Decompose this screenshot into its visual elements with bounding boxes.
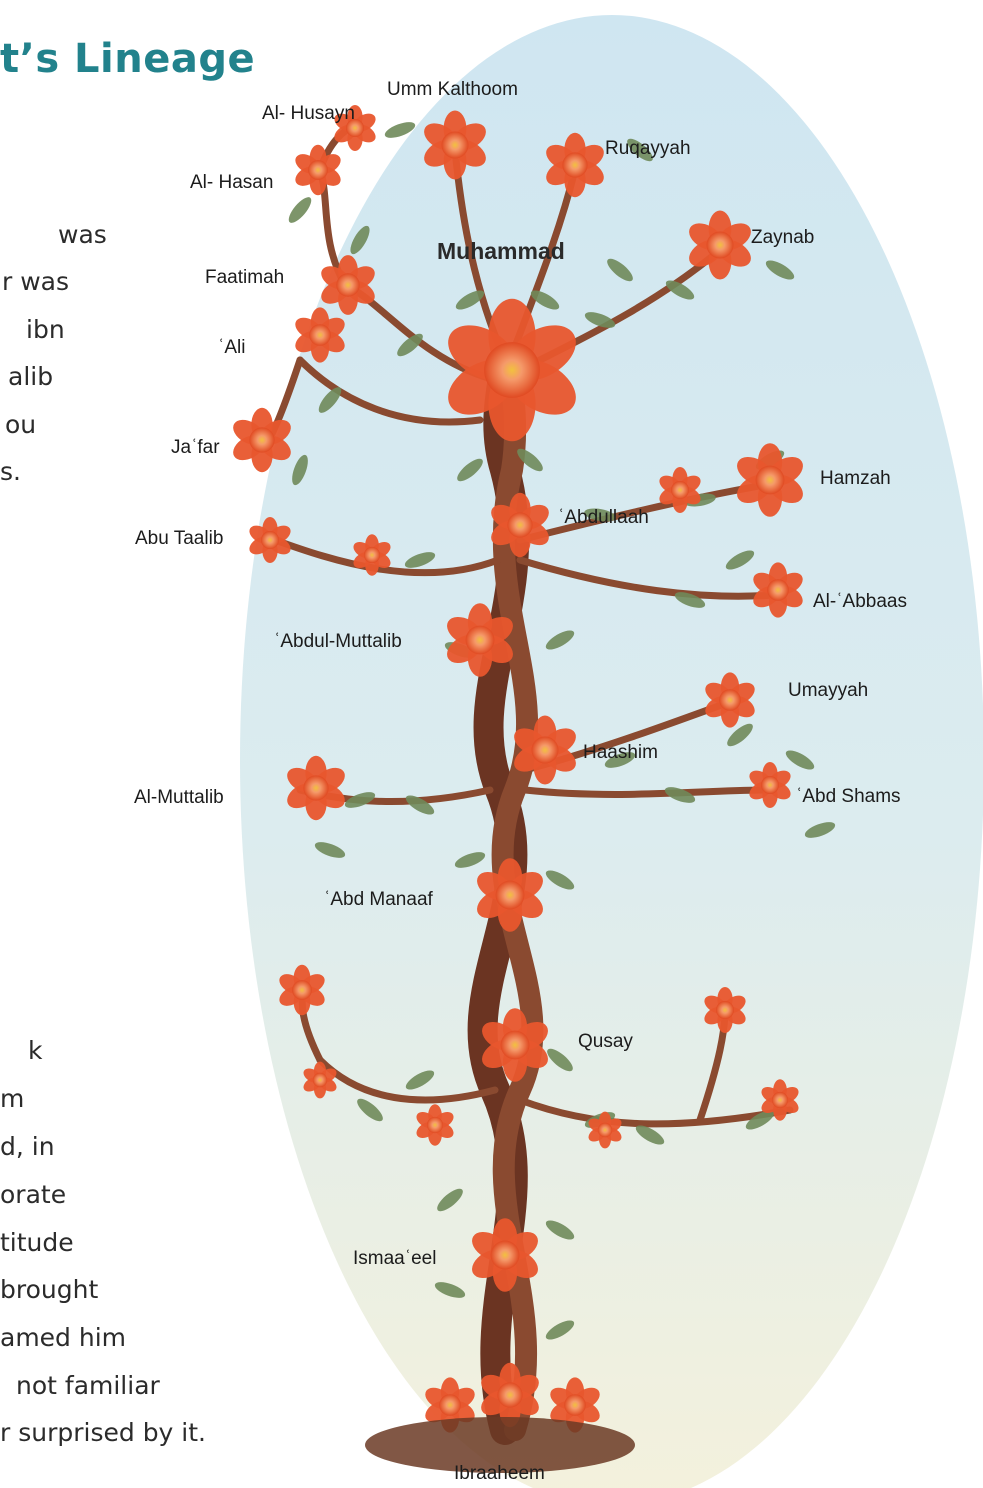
label-abd-manaaf: ʿAbd Manaaf — [324, 890, 433, 909]
flower-center — [598, 1123, 612, 1137]
label-ibraaheem: Ibraaheem — [454, 1464, 545, 1483]
flower-center — [309, 324, 331, 346]
flower-center — [497, 1382, 522, 1407]
label-hamzah: Hamzah — [820, 469, 891, 488]
label-haashim: Haashim — [583, 743, 658, 762]
label-ismaaeel: Ismaaʿeel — [353, 1249, 436, 1268]
flower-center — [484, 342, 540, 398]
label-abu-taalib: Abu Taalib — [135, 529, 223, 548]
flower-center — [427, 1117, 443, 1133]
flower-center — [671, 481, 689, 499]
flower-center — [336, 273, 359, 296]
flower-center — [364, 547, 380, 563]
label-ruqayyah: Ruqayyah — [605, 139, 691, 158]
label-al-husayn: Al- Husayn — [262, 104, 355, 123]
flower-center — [719, 689, 741, 711]
label-umm-kalthoom: Umm Kalthoom — [387, 80, 518, 99]
leaf — [285, 194, 315, 226]
flower-al-hasan — [292, 145, 344, 196]
flower-center — [303, 775, 328, 800]
flower-center — [761, 776, 779, 794]
flower-center — [716, 1001, 734, 1019]
flower-center — [756, 466, 785, 495]
flower-center — [532, 737, 559, 764]
flower-center — [564, 1394, 586, 1416]
flower-center — [707, 232, 734, 259]
flower-center — [501, 1031, 530, 1060]
label-al-hasan: Al- Hasan — [190, 173, 273, 192]
flower-center — [496, 881, 525, 910]
label-jafar: Jaʿfar — [171, 438, 220, 457]
flower-center — [308, 160, 328, 180]
branch — [525, 790, 770, 794]
label-al-abbaas: Al-ʿAbbaas — [813, 592, 907, 611]
flower-center — [466, 626, 495, 655]
flower-center — [249, 427, 274, 452]
flower-center — [313, 1073, 327, 1087]
flower-center — [772, 1092, 788, 1108]
label-al-muttalib: Al-Muttalib — [134, 788, 224, 807]
label-abdul-muttalib: ʿAbdul-Muttalib — [274, 632, 402, 651]
flower-center — [442, 132, 469, 159]
flower-center — [491, 1241, 520, 1270]
flower-center — [292, 980, 312, 1000]
label-muhammad: Muhammad — [437, 240, 565, 263]
label-ali: ʿAli — [218, 338, 245, 357]
flower-center — [507, 512, 532, 537]
label-qusay: Qusay — [578, 1032, 633, 1051]
flower-center — [261, 531, 279, 549]
label-umayyah: Umayyah — [788, 681, 868, 700]
label-faatimah: Faatimah — [205, 268, 284, 287]
label-abd-shams: ʿAbd Shams — [796, 787, 901, 806]
label-abdullaah: ʿAbdullaah — [558, 508, 649, 527]
flower-center — [439, 1394, 461, 1416]
label-zaynab: Zaynab — [751, 228, 814, 247]
flower-center — [767, 579, 789, 601]
flower-center — [562, 152, 587, 177]
